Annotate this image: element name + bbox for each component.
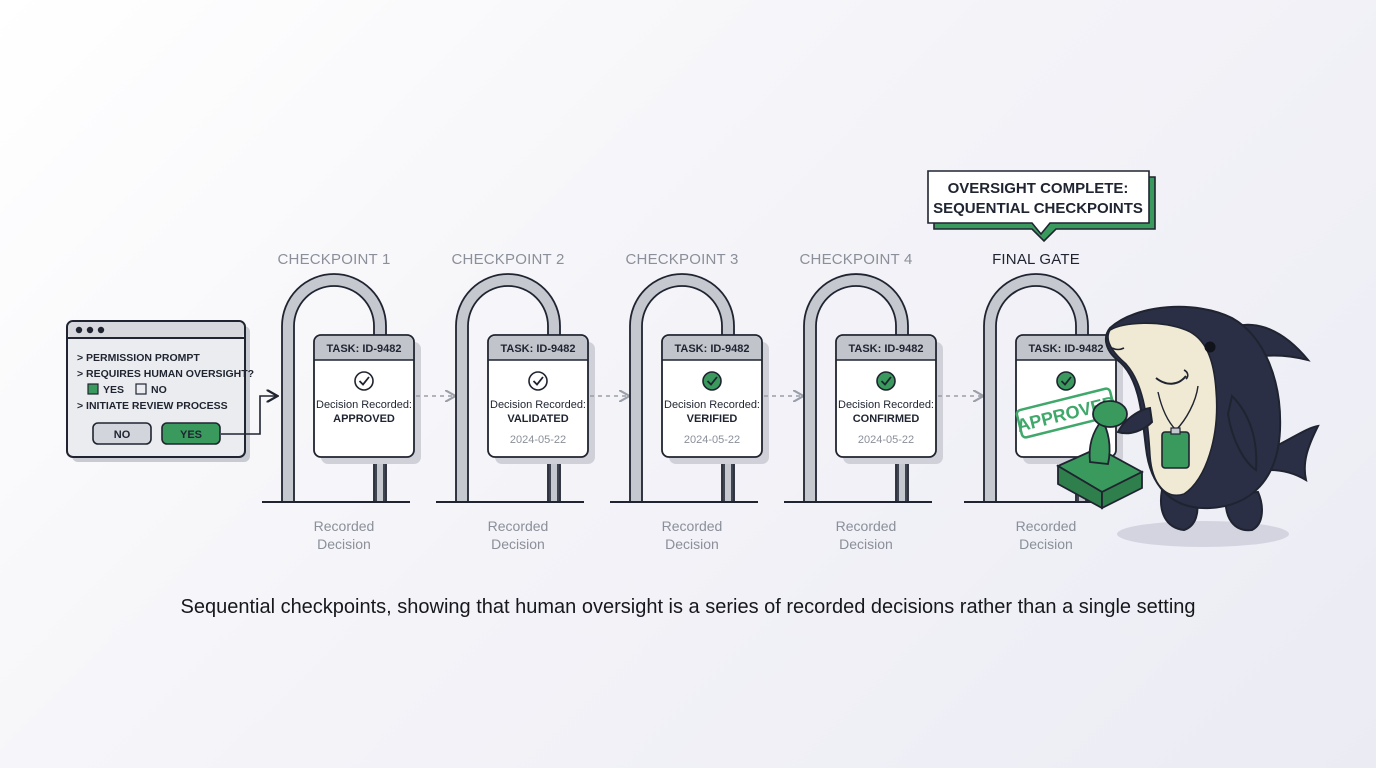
id-badge <box>1161 431 1190 469</box>
recorded-label: Recorded <box>662 518 723 534</box>
prompt-line: > REQUIRES HUMAN OVERSIGHT? <box>77 368 254 380</box>
card-header <box>837 336 935 360</box>
no-button-label: NO <box>114 429 131 441</box>
task-id: TASK: ID-9482 <box>1029 343 1104 355</box>
recorded-label: Decision <box>665 536 719 552</box>
recorded-label: Decision <box>839 536 893 552</box>
checkpoint-label: CHECKPOINT 3 <box>626 251 739 268</box>
recorded-label: Decision <box>491 536 545 552</box>
recorded-label: Decision <box>1019 536 1073 552</box>
recorded-label: Recorded <box>836 518 897 534</box>
yes-checkbox[interactable] <box>87 383 99 395</box>
decision-value: VALIDATED <box>507 413 568 425</box>
card-header <box>1017 336 1115 360</box>
approval-stamp-icon <box>1056 400 1144 510</box>
decision-card <box>661 334 763 458</box>
check-icon <box>876 371 896 391</box>
check-icon <box>1056 371 1076 391</box>
task-id: TASK: ID-9482 <box>675 343 750 355</box>
recorded-label: Recorded <box>488 518 549 534</box>
callout-line-1: OVERSIGHT COMPLETE: <box>948 180 1129 197</box>
checkpoint-label: CHECKPOINT 4 <box>800 251 913 268</box>
shark-mascot <box>1056 305 1320 547</box>
prompt-line: > INITIATE REVIEW PROCESS <box>77 400 228 412</box>
mascot-shadow <box>1117 521 1289 547</box>
decision-label: Decision Recorded: <box>664 399 760 411</box>
window-title-bar <box>68 322 244 338</box>
task-id: TASK: ID-9482 <box>327 343 402 355</box>
decision-date: 2024-05-22 <box>510 434 566 446</box>
no-button[interactable]: NO <box>92 422 152 445</box>
checkpoint-label: FINAL GATE <box>992 251 1080 268</box>
window-dot-icon <box>86 326 94 334</box>
recorded-label: Recorded <box>314 518 375 534</box>
decision-label: Decision Recorded: <box>838 399 934 411</box>
no-checkbox[interactable] <box>135 383 147 395</box>
task-id: TASK: ID-9482 <box>501 343 576 355</box>
callout-line-2: SEQUENTIAL CHECKPOINTS <box>933 200 1143 217</box>
mascot-eye-icon <box>1204 341 1216 353</box>
checkpoint-label: CHECKPOINT 2 <box>452 251 565 268</box>
card-header <box>315 336 413 360</box>
check-icon <box>702 371 722 391</box>
decision-label: Decision Recorded: <box>490 399 586 411</box>
decision-card <box>313 334 415 458</box>
connector-arrow <box>221 396 276 435</box>
recorded-label: Decision <box>317 536 371 552</box>
window-dot-icon <box>97 326 105 334</box>
decision-card <box>835 334 937 458</box>
decision-value: CONFIRMED <box>853 413 920 425</box>
yes-button[interactable]: YES <box>161 422 221 445</box>
check-icon <box>354 371 374 391</box>
decision-date: 2024-05-22 <box>858 434 914 446</box>
checkpoint-label: CHECKPOINT 1 <box>278 251 391 268</box>
decision-value: VERIFIED <box>687 413 738 425</box>
task-id: TASK: ID-9482 <box>849 343 924 355</box>
permission-prompt-window: > PERMISSION PROMPT > REQUIRES HUMAN OVE… <box>66 320 254 462</box>
yes-option-label: YES <box>103 384 124 396</box>
check-icon <box>528 371 548 391</box>
oversight-callout: OVERSIGHT COMPLETE: SEQUENTIAL CHECKPOIN… <box>927 170 1156 243</box>
prompt-line: > PERMISSION PROMPT <box>77 352 200 364</box>
window-dot-icon <box>75 326 83 334</box>
decision-value: APPROVED <box>333 413 395 425</box>
decision-date: 2024-05-22 <box>684 434 740 446</box>
no-option-label: NO <box>151 384 167 396</box>
figure-caption: Sequential checkpoints, showing that hum… <box>180 596 1196 618</box>
decision-label: Decision Recorded: <box>316 399 412 411</box>
decision-card <box>487 334 589 458</box>
yes-button-label: YES <box>180 429 202 441</box>
recorded-label: Recorded <box>1016 518 1077 534</box>
card-header <box>663 336 761 360</box>
card-header <box>489 336 587 360</box>
